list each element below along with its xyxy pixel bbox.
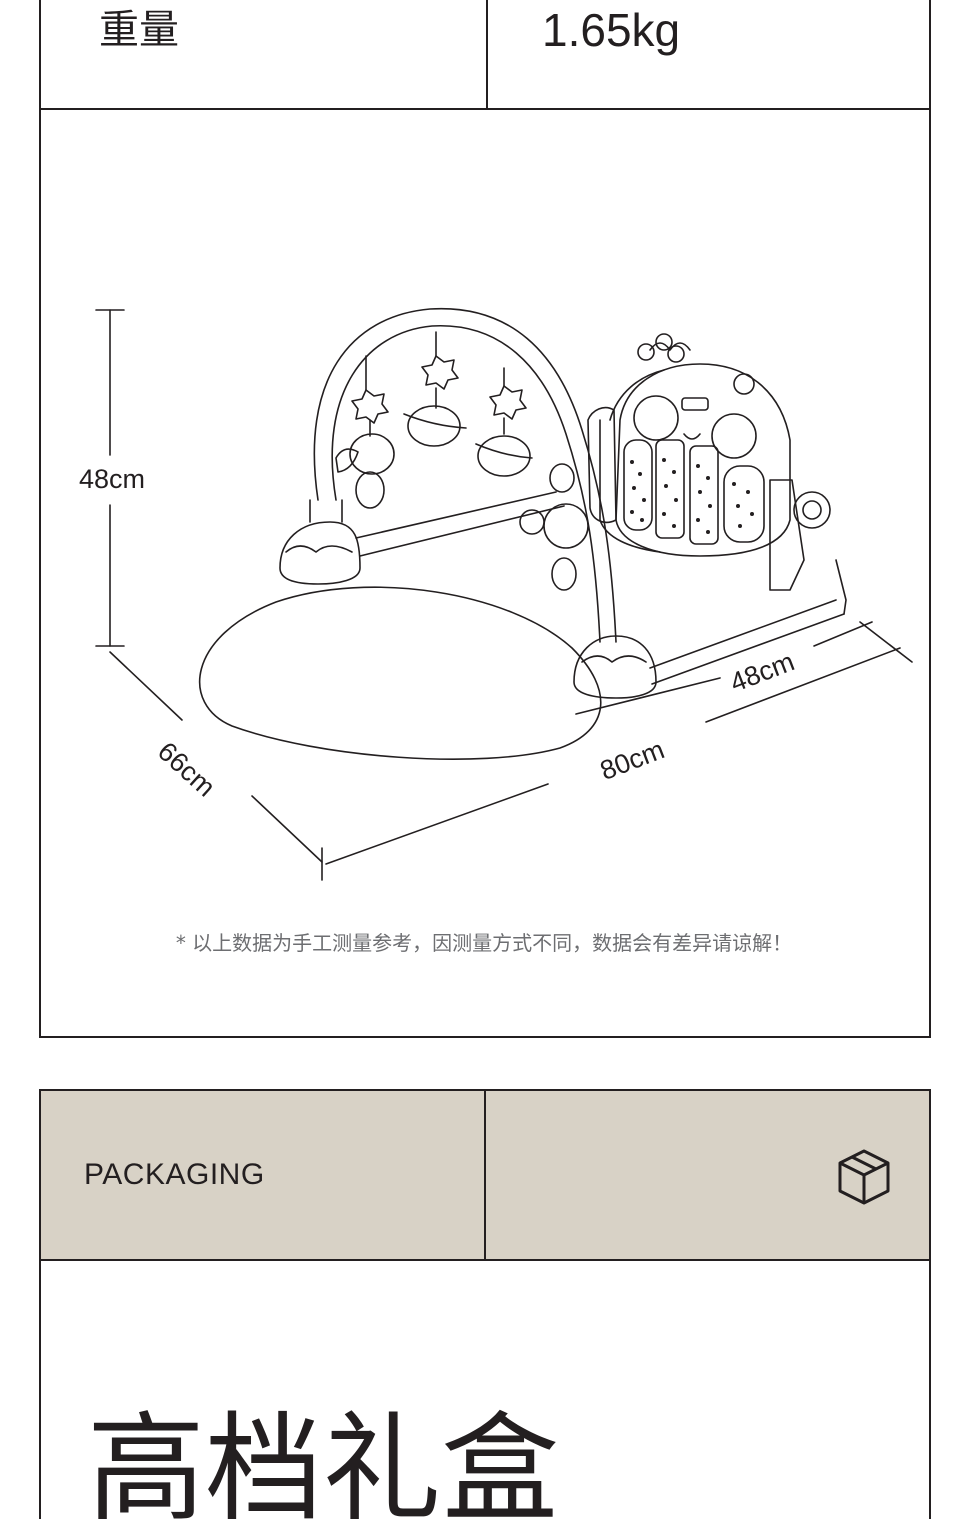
spec-value: 1.65kg xyxy=(542,4,681,56)
packaging-title: PACKAGING xyxy=(84,1158,265,1191)
spec-row-weight: 重量 1.65kg xyxy=(41,0,929,110)
arch xyxy=(313,307,617,643)
height-dimension-line xyxy=(95,309,125,647)
box-icon xyxy=(838,1149,890,1205)
packaging-header: PACKAGING xyxy=(39,1089,931,1261)
hanging-toy-star-1 xyxy=(335,355,395,509)
packaging-body: 高档礼盒 xyxy=(39,1259,931,1519)
dimension-height-label: 48cm xyxy=(79,464,146,494)
base-rails xyxy=(355,491,847,685)
hanging-toy-star-3 xyxy=(475,367,533,477)
packaging-divider xyxy=(484,1091,486,1259)
spec-label: 重量 xyxy=(99,7,179,53)
product-dimension-diagram xyxy=(95,307,913,881)
piano-key-pattern xyxy=(630,458,754,534)
spec-divider xyxy=(486,0,488,110)
piano-panel xyxy=(599,333,791,557)
play-mat xyxy=(198,586,602,760)
right-base-foot xyxy=(573,635,657,699)
spec-table: 重量 1.65kg xyxy=(39,0,931,1038)
hanging-toy-rattle xyxy=(519,463,589,591)
measurement-note: * 以上数据为手工测量参考，因测量方式不同，数据会有差异请谅解！ xyxy=(175,931,793,955)
width-total-dimension-line xyxy=(325,621,913,865)
gift-box-headline: 高档礼盒 xyxy=(87,1400,560,1519)
depth-dimension-line xyxy=(109,651,323,881)
right-support xyxy=(587,406,831,591)
hanging-toy-star-2 xyxy=(403,331,467,447)
left-base-foot xyxy=(279,499,361,585)
